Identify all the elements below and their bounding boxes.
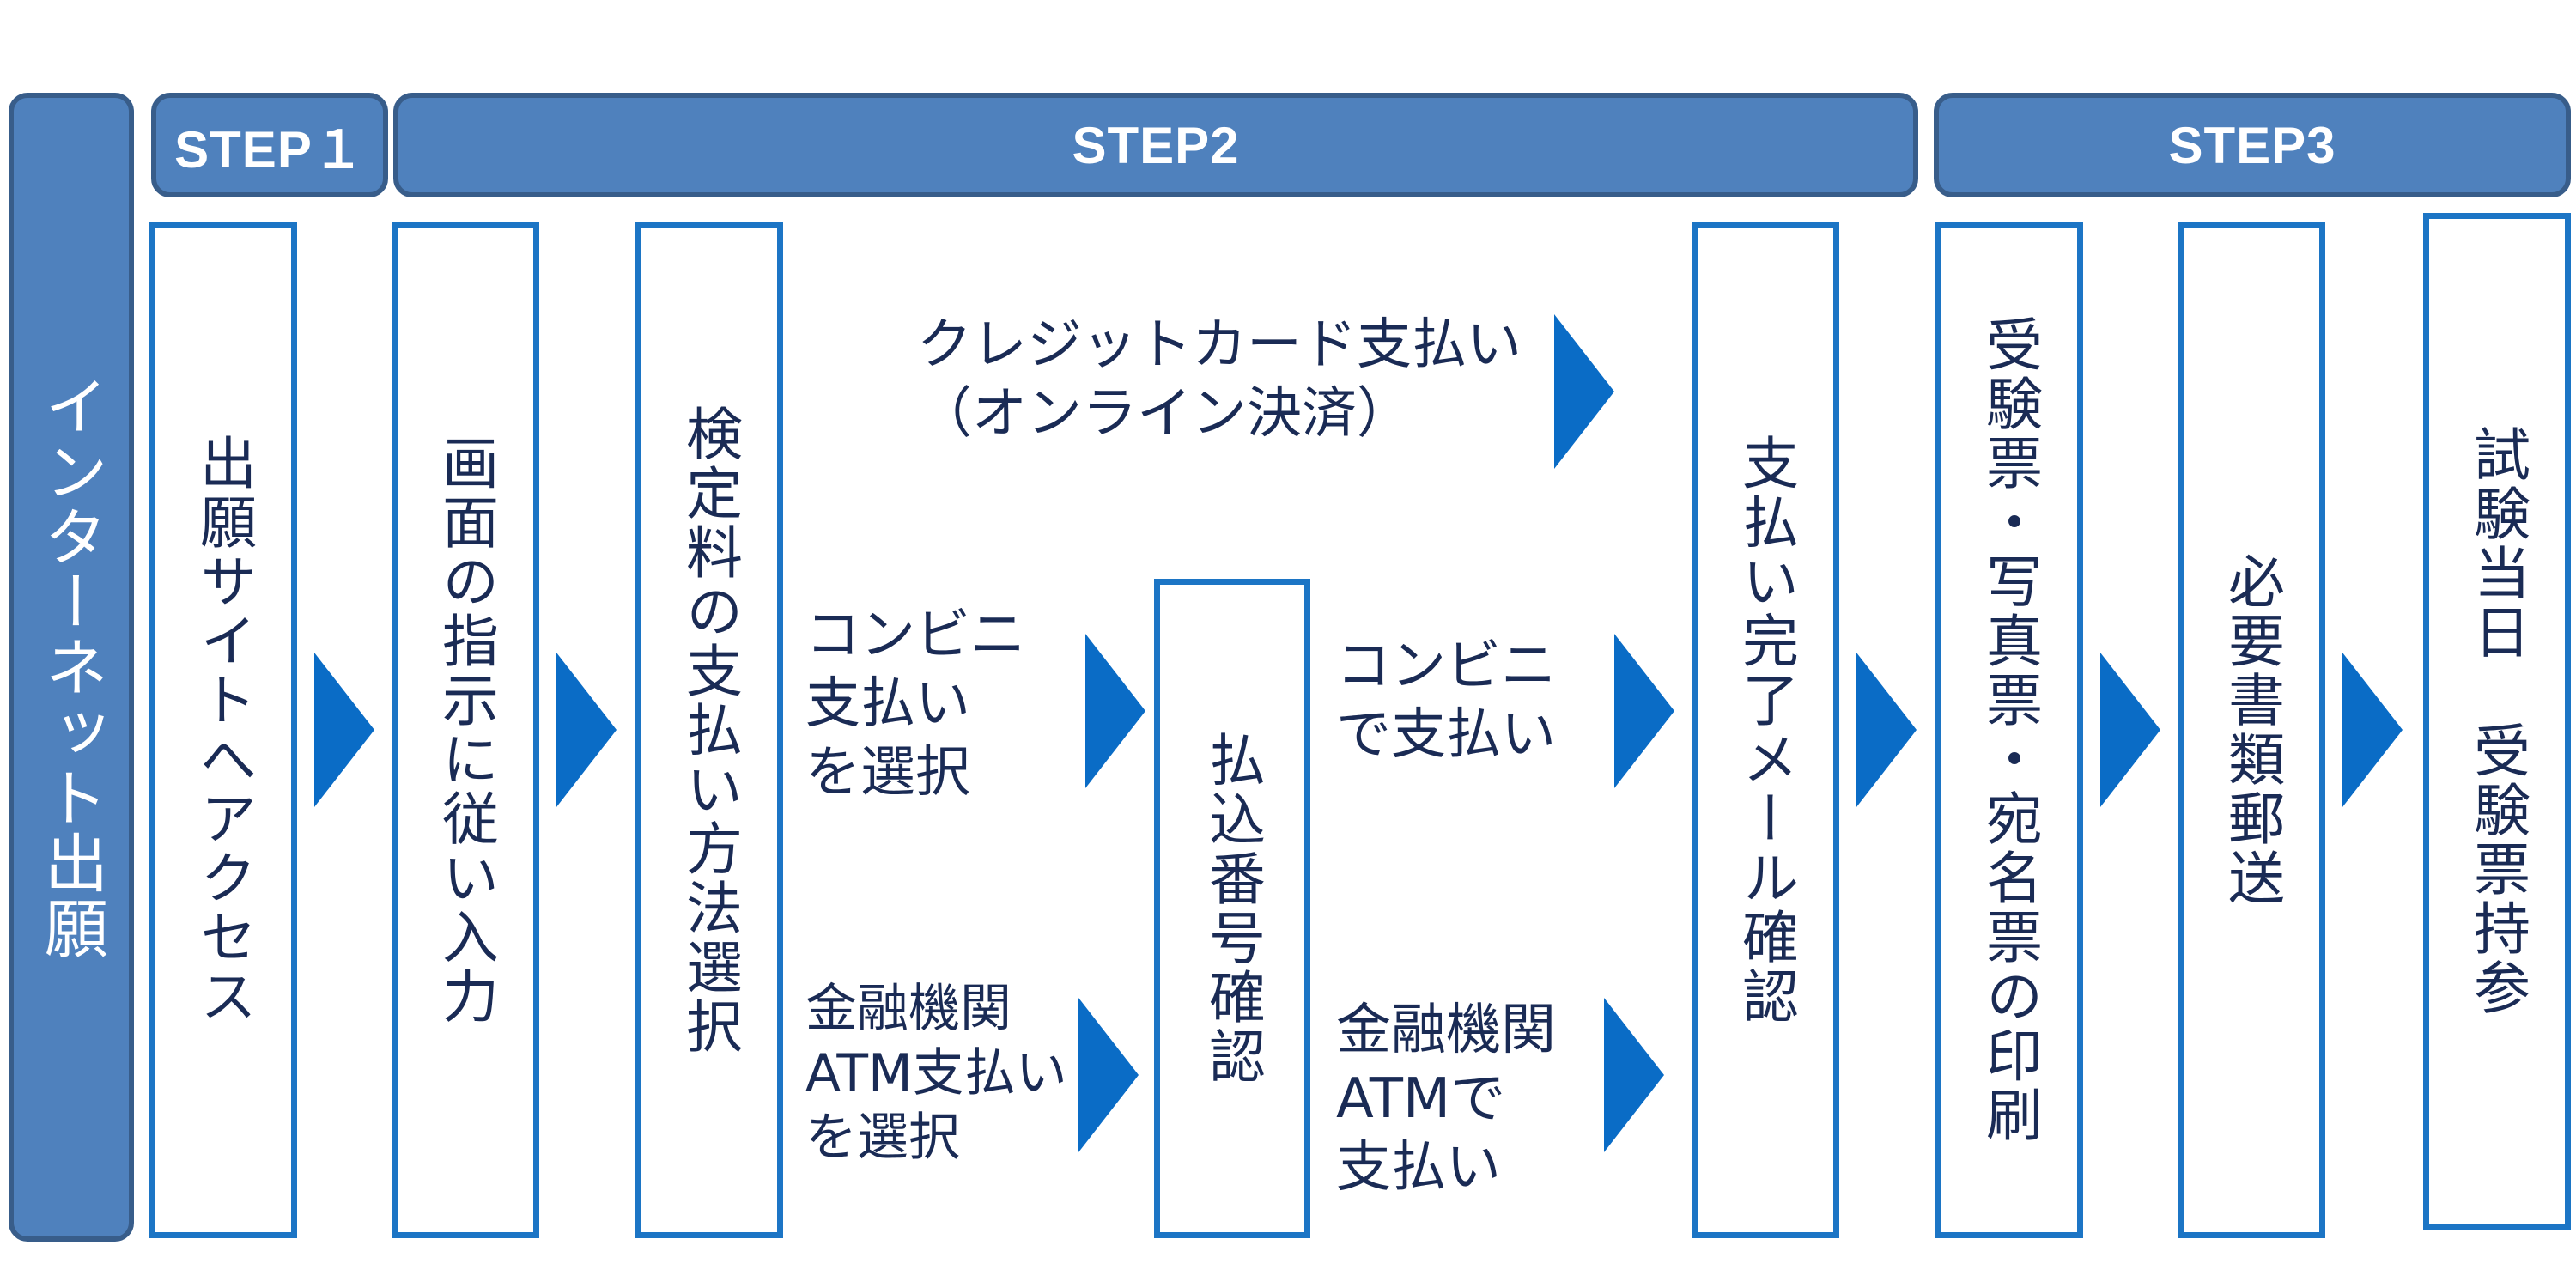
input-text: 画面の指示に従い入力 xyxy=(432,434,499,1026)
print-documents-text: 受験票・写真票・宛名票の印刷 xyxy=(1976,315,2043,1145)
step2-label: STEP2 xyxy=(1072,116,1240,174)
arrow-right-icon xyxy=(2100,653,2160,807)
konbini-select-label: コンビニ 支払い を選択 xyxy=(805,601,1025,807)
internet-application-label: インターネット出願 xyxy=(35,374,107,961)
credit-card-line1: クレジットカード支払い xyxy=(917,313,1522,377)
box-input: 画面の指示に従い入力 xyxy=(392,222,539,1238)
box-mail-documents: 必要書類郵送 xyxy=(2178,222,2325,1238)
atm-pay-line3: 支払い xyxy=(1336,1136,1501,1200)
atm-select-line3: を選択 xyxy=(805,1108,960,1168)
konbini-pay-line1: コンビニ xyxy=(1336,635,1556,698)
atm-pay-line1: 金融機関 xyxy=(1336,999,1556,1062)
step2-header: STEP2 xyxy=(393,93,1918,197)
konbini-pay-label: コンビニ で支払い xyxy=(1336,632,1556,769)
arrow-right-icon xyxy=(556,653,617,807)
step3-label: STEP3 xyxy=(2168,116,2336,174)
box-payment-number: 払込番号確認 xyxy=(1154,579,1310,1238)
atm-select-line2: ATM支払い xyxy=(805,1043,1067,1103)
credit-card-label: クレジットカード支払い （オンライン決済） xyxy=(917,311,1522,448)
exam-day-text: 試験当日 受験票持参 xyxy=(2464,425,2530,1018)
box-select-payment-method: 検定料の支払い方法選択 xyxy=(635,222,783,1238)
konbini-select-line3: を選択 xyxy=(805,741,970,805)
arrow-right-icon xyxy=(1078,998,1139,1152)
arrow-right-icon xyxy=(1554,314,1614,469)
arrow-right-icon xyxy=(1085,634,1145,788)
arrow-right-icon xyxy=(1604,998,1664,1152)
step1-label: STEP１ xyxy=(174,120,365,179)
atm-pay-label: 金融機関 ATMで 支払い xyxy=(1336,996,1556,1202)
konbini-select-line2: 支払い xyxy=(805,672,970,736)
step3-header: STEP3 xyxy=(1934,93,2571,197)
box-exam-day: 試験当日 受験票持参 xyxy=(2423,213,2571,1230)
select-payment-method-text: 検定料の支払い方法選択 xyxy=(676,404,743,1056)
arrow-right-icon xyxy=(314,653,374,807)
arrow-right-icon xyxy=(1614,634,1674,788)
step1-header: STEP１ xyxy=(151,93,388,197)
access-site-text: 出願サイトへアクセス xyxy=(190,434,257,1026)
konbini-pay-line2: で支払い xyxy=(1336,703,1556,767)
konbini-select-line1: コンビニ xyxy=(805,604,1025,667)
payment-number-text: 払込番号確認 xyxy=(1199,731,1266,1086)
credit-card-line2: （オンライン決済） xyxy=(917,382,1412,446)
atm-pay-line2: ATMで xyxy=(1336,1067,1506,1131)
atm-select-line1: 金融機関 xyxy=(805,979,1012,1039)
internet-application-bar: インターネット出願 xyxy=(9,93,134,1242)
atm-select-label: 金融機関 ATM支払い を選択 xyxy=(805,977,1067,1170)
box-payment-complete: 支払い完了メール確認 xyxy=(1692,222,1839,1238)
box-access-site: 出願サイトへアクセス xyxy=(149,222,297,1238)
payment-complete-text: 支払い完了メール確認 xyxy=(1732,434,1799,1026)
arrow-right-icon xyxy=(1856,653,1917,807)
box-print-documents: 受験票・写真票・宛名票の印刷 xyxy=(1935,222,2083,1238)
arrow-right-icon xyxy=(2342,653,2403,807)
mail-documents-text: 必要書類郵送 xyxy=(2218,552,2285,908)
